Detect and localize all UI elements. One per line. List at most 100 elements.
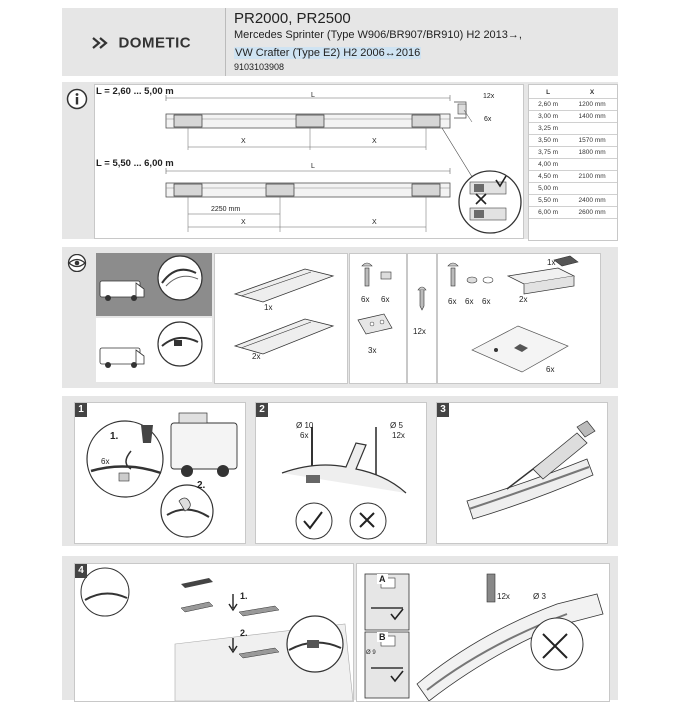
step-4-detail-illustration (364, 573, 604, 702)
step-2-label-12x: 12x (392, 431, 405, 440)
dim-label-L-short: L (311, 92, 315, 99)
qty-sealant: 6x (546, 365, 555, 374)
step-1-label-1: 1. (110, 431, 119, 442)
table-row: 5,00 m (529, 182, 617, 195)
step-2-label-6x: 6x (300, 431, 309, 440)
qty-plate: 3x (368, 346, 377, 355)
dim-label-X-long-1: X (241, 219, 246, 226)
qty-rail-double: 2x (252, 352, 261, 361)
step-number: 4 (75, 564, 87, 578)
screws-card (407, 253, 437, 384)
dim-label-X-long-2: X (372, 219, 377, 226)
step-3-card: 3 (436, 402, 608, 544)
cell-spacing (567, 122, 617, 135)
qty-screw: 12x (413, 327, 426, 336)
step-4-label-A: A (377, 574, 388, 584)
cell-spacing: 1570 mm (567, 134, 617, 147)
cell-spacing (567, 182, 617, 195)
dometic-logo: DOMETIC (92, 34, 191, 52)
dim-label-X-short-1: X (241, 138, 246, 145)
range-label-long: L = 5,50 ... 6,00 m (96, 158, 174, 169)
dimension-drawing (94, 84, 524, 239)
step-2-label-d10: Ø 10 (296, 421, 314, 430)
step-1-label-2: 2. (197, 480, 206, 491)
cell-length: 5,50 m (529, 194, 568, 207)
cell-spacing: 1400 mm (567, 110, 617, 123)
step-4-label-B: B (377, 632, 388, 642)
accessories-card (437, 253, 601, 384)
cell-length: 4,50 m (529, 170, 568, 183)
step-2-illustration (281, 427, 407, 540)
screw-illustration (417, 286, 427, 311)
cell-spacing: 1800 mm (567, 146, 617, 159)
rails-card (214, 253, 348, 384)
step-2-card: 2 (255, 402, 427, 544)
header-bar (62, 8, 618, 76)
vehicle-line-1: Mercedes Sprinter (Type W906/BR907/BR910… (234, 29, 522, 41)
step-4-card: 4 (74, 563, 354, 702)
col-header-L: L (529, 87, 568, 99)
accessories-illustration (447, 255, 579, 373)
cell-spacing: 2100 mm (567, 170, 617, 183)
bolts-card (349, 253, 407, 384)
range-label-short: L = 2,60 ... 5,00 m (96, 86, 174, 97)
step-1-illustration (86, 412, 238, 538)
rail-layout-diagram (165, 95, 522, 234)
step-4-label-1: 1. (240, 591, 248, 601)
cell-spacing: 2400 mm (567, 194, 617, 207)
bolt-nut-plate-illustration (357, 262, 393, 335)
step-number: 1 (75, 403, 87, 417)
step-4-label-12x: 12x (497, 592, 510, 601)
vehicle-card-sprinter (96, 253, 212, 316)
step-3-sealant-illustration (466, 420, 596, 520)
qty-block-single: 1x (547, 258, 556, 267)
qty-nut: 6x (381, 295, 390, 304)
table-row: 4,00 m (529, 158, 617, 171)
product-models: PR2000, PR2500 (234, 10, 351, 27)
qty-bolt: 6x (361, 295, 370, 304)
cell-length: 3,00 m (529, 110, 568, 123)
header-divider (225, 8, 226, 76)
dim-label-L-long: L (311, 163, 315, 170)
cell-length: 3,75 m (529, 146, 568, 159)
step-1-label-6x: 6x (101, 457, 110, 466)
cell-length: 4,00 m (529, 158, 568, 171)
step-4-label-d3: Ø 3 (533, 592, 546, 601)
doc-number: 9103103908 (234, 62, 285, 72)
cell-spacing (567, 158, 617, 171)
qty-block-double: 2x (519, 295, 528, 304)
step-4-illustration (80, 567, 354, 702)
dim-label-12x: 12x (483, 93, 495, 100)
step-4-detail-card (356, 563, 610, 702)
col-header-X: X (567, 87, 617, 99)
cell-spacing: 1200 mm (567, 98, 617, 111)
vehicle-line-2: VW Crafter (Type E2) H2 2006↔2016 (234, 43, 422, 61)
cell-length: 3,25 m (529, 122, 568, 135)
eye-icon (65, 253, 89, 277)
cell-spacing: 2600 mm (567, 206, 617, 219)
table-row: 3,25 m (529, 122, 617, 135)
cell-length: 2,60 m (529, 98, 568, 111)
cell-length: 5,00 m (529, 182, 568, 195)
dim-label-2250: 2250 mm (211, 206, 241, 213)
brand-name: DOMETIC (118, 34, 192, 52)
qty-accessory-1: 6x (448, 297, 457, 306)
step-4-label-2: 2. (240, 628, 248, 638)
qty-rail-single: 1x (264, 303, 273, 312)
dim-label-X-short-2: X (372, 138, 377, 145)
step-4-label-d9: Ø 9 (366, 650, 376, 656)
cell-length: 3,50 m (529, 134, 568, 147)
logo-chevron-icon (92, 36, 108, 49)
qty-accessory-3: 6x (482, 297, 491, 306)
info-icon (66, 88, 88, 115)
mounting-rails-illustration (233, 268, 335, 355)
qty-accessory-2: 6x (465, 297, 474, 306)
